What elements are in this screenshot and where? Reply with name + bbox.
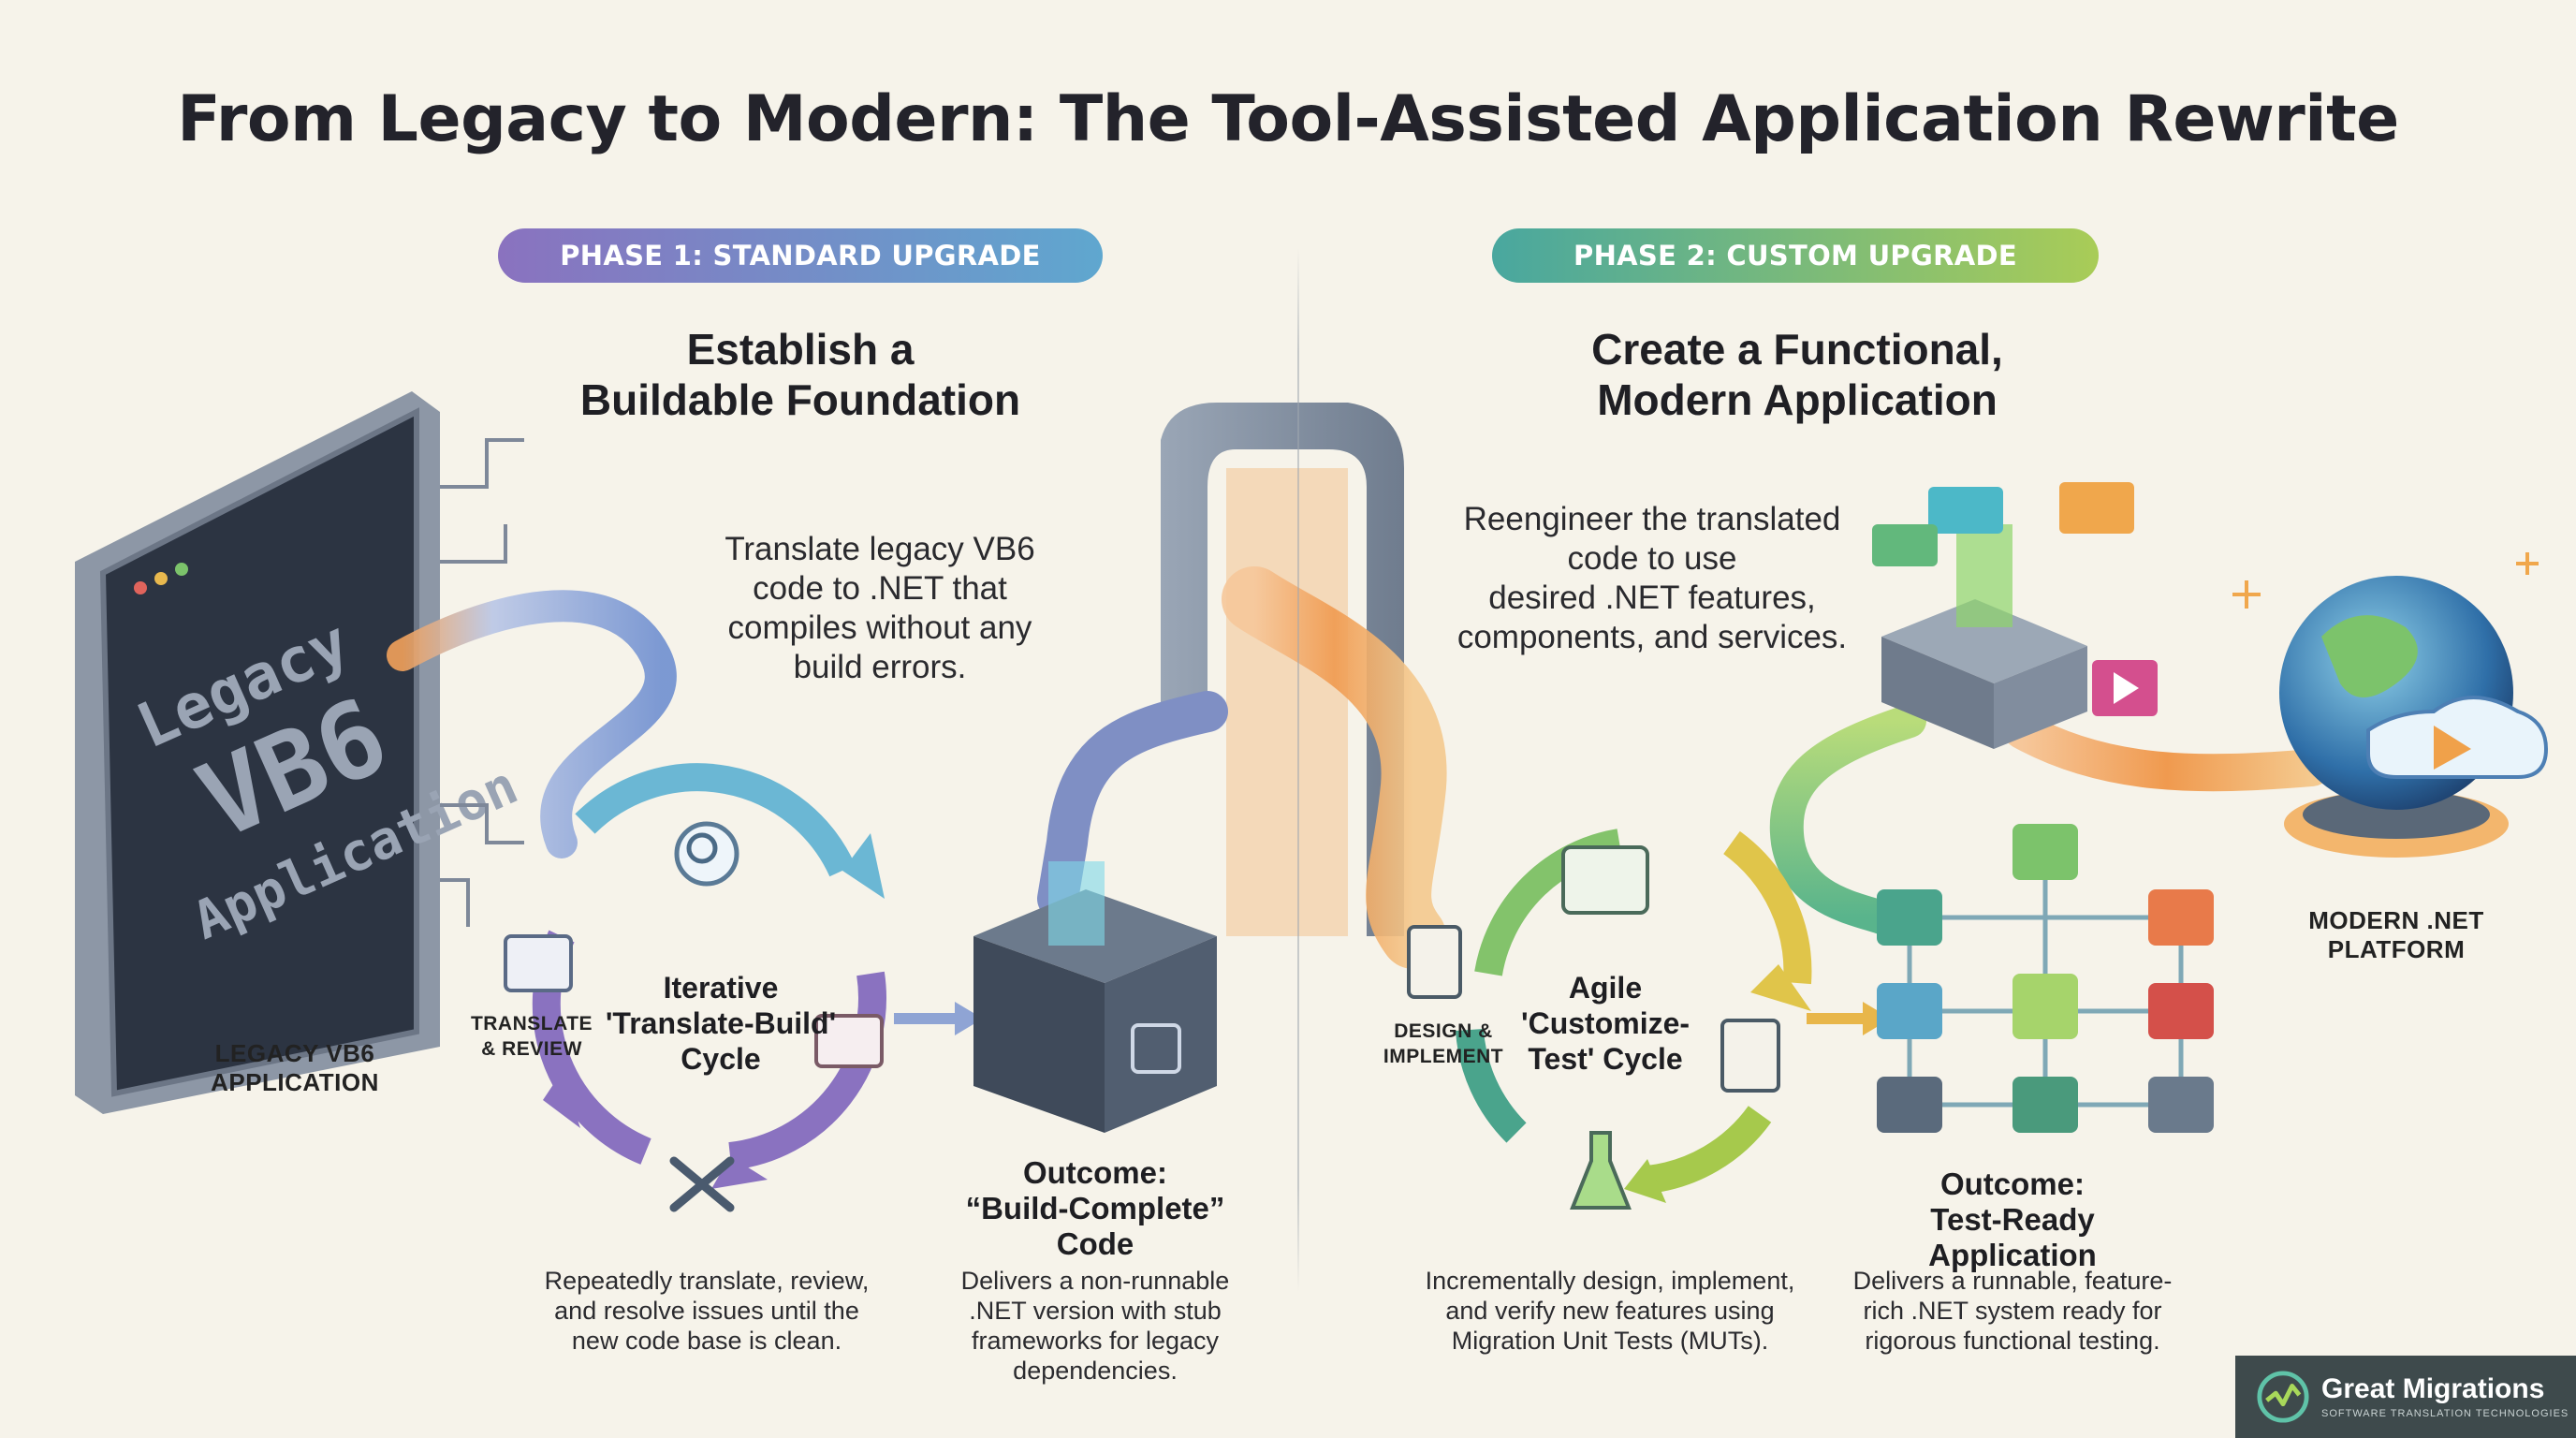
logo-icon <box>2257 1371 2309 1423</box>
design-implement-label: DESIGN & IMPLEMENT <box>1368 1019 1518 1069</box>
note-line: Incrementally design, implement, <box>1425 1267 1795 1295</box>
legacy-monitor: Legacy VB6 Application <box>75 391 527 1114</box>
phase2-description: Reengineer the translated code to use de… <box>1432 500 1872 657</box>
phase1-badge: PHASE 1: STANDARD UPGRADE <box>498 228 1103 283</box>
note-line: new code base is clean. <box>571 1327 842 1355</box>
cycle-label-line: Agile <box>1568 971 1643 1005</box>
flow-arch-to-box <box>1037 691 1228 919</box>
note-line: Migration Unit Tests (MUTs). <box>1451 1327 1769 1355</box>
description-line: Reengineer the translated <box>1463 501 1841 537</box>
description-line: components, and services. <box>1456 619 1848 655</box>
description-line: desired .NET features, <box>1488 580 1816 616</box>
description-line: Translate legacy VB6 <box>724 531 1035 567</box>
phase2-outcome-note: Delivers a runnable, feature- rich .NET … <box>1835 1266 2190 1356</box>
cycle-label-line: Cycle <box>681 1042 761 1076</box>
page-title: From Legacy to Modern: The Tool-Assisted… <box>177 82 2399 156</box>
caption-line: PLATFORM <box>2327 935 2466 963</box>
translate-review-label: TRANSLATE & REVIEW <box>457 1011 607 1062</box>
server-hub <box>1872 482 2158 749</box>
outcome-line: Outcome: <box>1939 1167 2085 1201</box>
logo-name: Great Migrations <box>2321 1373 2545 1404</box>
flow-orange-through-arch <box>1222 566 1447 969</box>
cycle-label-line: Iterative <box>663 971 779 1005</box>
step-label-line: IMPLEMENT <box>1383 1046 1504 1067</box>
flow-legacy-to-arch <box>387 590 677 858</box>
phase-divider <box>1297 248 1299 1292</box>
customize-test-cycle <box>1407 829 1812 1210</box>
note-line: rigorous functional testing. <box>1865 1327 2160 1355</box>
caption-line: APPLICATION <box>211 1068 379 1096</box>
step-label-line: DESIGN & <box>1394 1020 1493 1042</box>
phase1-heading: Establish a Buildable Foundation <box>524 324 1076 425</box>
phase2-cycle-label: Agile 'Customize- Test' Cycle <box>1493 970 1718 1077</box>
logo-tagline: SOFTWARE TRANSLATION TECHNOLOGIES <box>2321 1408 2569 1419</box>
note-line: rich .NET system ready for <box>1863 1297 2162 1325</box>
note-line: and resolve issues until the <box>554 1297 859 1325</box>
phase1-outcome-note: Delivers a non-runnable .NET version wit… <box>936 1266 1254 1386</box>
outcome-line: Code <box>1056 1226 1134 1261</box>
description-line: compiles without any <box>727 609 1032 646</box>
platform-caption: MODERN .NET PLATFORM <box>2265 906 2527 964</box>
phase2-heading: Create a Functional, Modern Application <box>1516 324 2078 425</box>
phase1-description: Translate legacy VB6 code to .NET that c… <box>683 530 1076 687</box>
caption-line: MODERN .NET <box>2308 906 2484 934</box>
component-nodes <box>1877 824 2214 1133</box>
phase2-badge: PHASE 2: CUSTOM UPGRADE <box>1492 228 2099 283</box>
note-line: .NET version with stub <box>969 1297 1222 1325</box>
company-logo: Great Migrations SOFTWARE TRANSLATION TE… <box>2235 1356 2576 1438</box>
outcome-line: Outcome: <box>1022 1155 1167 1190</box>
translate-build-cycle <box>504 763 886 1212</box>
note-line: Repeatedly translate, review, <box>544 1267 870 1295</box>
phase1-cycle-note: Repeatedly translate, review, and resolv… <box>510 1266 903 1356</box>
caption-line: LEGACY VB6 <box>214 1039 375 1067</box>
phase1-heading-line: Establish a <box>686 325 915 374</box>
cycle-label-line: 'Customize- <box>1520 1006 1690 1040</box>
flow-orange-to-globe <box>2003 712 2331 792</box>
note-line: Delivers a runnable, feature- <box>1852 1267 2173 1295</box>
step-label-line: & REVIEW <box>481 1038 582 1060</box>
cycle-label-line: Test' Cycle <box>1528 1042 1683 1076</box>
phase1-outcome: Outcome: “Build-Complete” Code <box>936 1155 1254 1262</box>
phase2-heading-line: Create a Functional, <box>1591 325 2003 374</box>
step-label-line: TRANSLATE <box>470 1013 593 1034</box>
phase1-heading-line: Buildable Foundation <box>579 375 1021 424</box>
cycle-label-line: 'Translate-Build' <box>605 1006 837 1040</box>
note-line: and verify new features using <box>1445 1297 1775 1325</box>
note-line: frameworks for legacy <box>971 1327 1220 1355</box>
phase1-cycle-label: Iterative 'Translate-Build' Cycle <box>580 970 861 1077</box>
description-line: code to .NET that <box>753 570 1007 607</box>
outcome-line: Test-Ready <box>1930 1202 2095 1237</box>
outcome-line: Application <box>1928 1238 2097 1272</box>
description-line: code to use <box>1567 540 1737 577</box>
phase2-cycle-note: Incrementally design, implement, and ver… <box>1395 1266 1825 1356</box>
phase2-outcome: Outcome: Test-Ready Application <box>1881 1167 2144 1273</box>
note-line: dependencies. <box>1013 1357 1178 1385</box>
note-line: Delivers a non-runnable <box>960 1267 1230 1295</box>
globe-platform <box>2232 552 2549 858</box>
phase2-heading-line: Modern Application <box>1597 375 1998 424</box>
legacy-caption: LEGACY VB6 APPLICATION <box>183 1039 407 1097</box>
flow-green-to-network <box>1769 704 1926 934</box>
outcome-line: “Build-Complete” <box>965 1191 1225 1225</box>
build-complete-box <box>973 861 1217 1133</box>
description-line: build errors. <box>793 649 967 685</box>
